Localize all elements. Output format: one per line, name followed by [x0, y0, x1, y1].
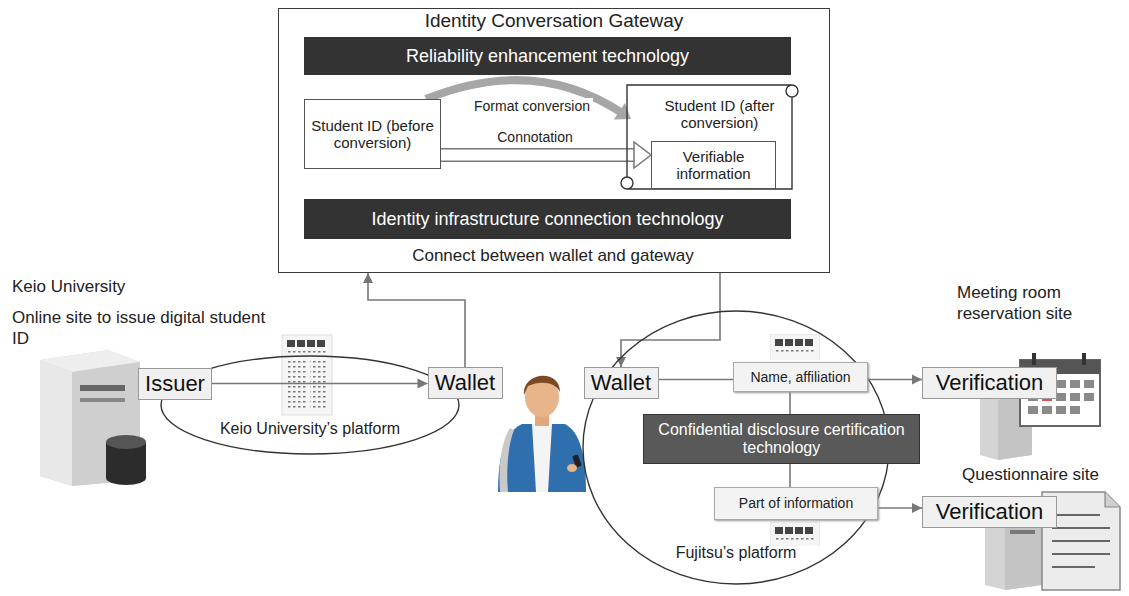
annotation-label: Connect between wallet and gateway: [412, 245, 694, 266]
node-text: Confidential disclosure certification te…: [654, 421, 909, 458]
node-text: Student ID (before conversion): [311, 117, 434, 152]
connector: [616, 273, 720, 367]
document-box: Student ID (before conversion): [304, 99, 441, 169]
connector: [426, 80, 631, 119]
issuer-server: [40, 350, 146, 486]
node-text: Wallet: [435, 370, 495, 395]
node-text: Verification: [936, 370, 1044, 395]
technology-band: Identity infrastructure connection techn…: [304, 199, 791, 239]
annotation-label: Meeting room reservation site: [957, 282, 1107, 325]
arrowhead: [912, 503, 922, 513]
annotation-label: Online site to issue digital student ID: [12, 307, 270, 350]
arrowhead: [363, 273, 373, 283]
arrowhead: [418, 379, 428, 389]
info-chip: Part of information: [714, 487, 878, 520]
arrowhead: [614, 103, 631, 120]
node-text: Issuer: [145, 371, 205, 396]
node-text: Identity infrastructure connection techn…: [371, 209, 723, 230]
node-text: Keio University’s platform: [220, 420, 400, 438]
arrowhead: [912, 375, 922, 385]
node-text: Wallet: [591, 370, 651, 395]
platform-ellipse: Fujitsu’s platformName, affiliationConfi…: [582, 310, 890, 585]
node-text: Fujitsu’s platform: [676, 544, 797, 562]
technology-band: Reliability enhancement technology: [304, 37, 791, 75]
arrowhead: [634, 142, 651, 168]
node-text: Student ID (after conversion): [645, 97, 794, 132]
scroll-box: Student ID (after conversion) Verifiable …: [615, 79, 804, 195]
node-text: Part of information: [739, 495, 853, 511]
node-text: Identity Conversation Gateway: [425, 10, 684, 32]
connector: [868, 375, 922, 385]
document-box: Verifiable information: [651, 141, 776, 189]
role-tag: Verification: [922, 496, 1057, 528]
node-text: Name, affiliation: [750, 369, 850, 385]
role-tag: Wallet: [584, 367, 659, 399]
node-text: Verifiable information: [658, 148, 769, 183]
connector: [440, 142, 651, 168]
connector: [878, 503, 922, 513]
connector: [659, 379, 734, 380]
connector: [363, 273, 465, 367]
keio-server-icon: [282, 335, 332, 415]
role-tag: Issuer: [138, 368, 212, 400]
connector: [212, 379, 428, 389]
connector: [790, 464, 791, 487]
edge-label: Connotation: [494, 129, 576, 145]
role-tag: Wallet: [428, 367, 503, 399]
connector: [790, 392, 791, 414]
annotation-label: Questionnaire site: [962, 464, 1122, 485]
technology-box: Confidential disclosure certification te…: [643, 414, 920, 464]
role-tag: Verification: [922, 367, 1057, 399]
annotation-label: Keio University: [12, 276, 272, 297]
student-figure: [498, 376, 586, 492]
info-chip: Name, affiliation: [733, 362, 868, 392]
edge-label: Format conversion: [471, 98, 593, 114]
node-text: Verification: [936, 499, 1044, 524]
node-text: Reliability enhancement technology: [406, 46, 689, 67]
